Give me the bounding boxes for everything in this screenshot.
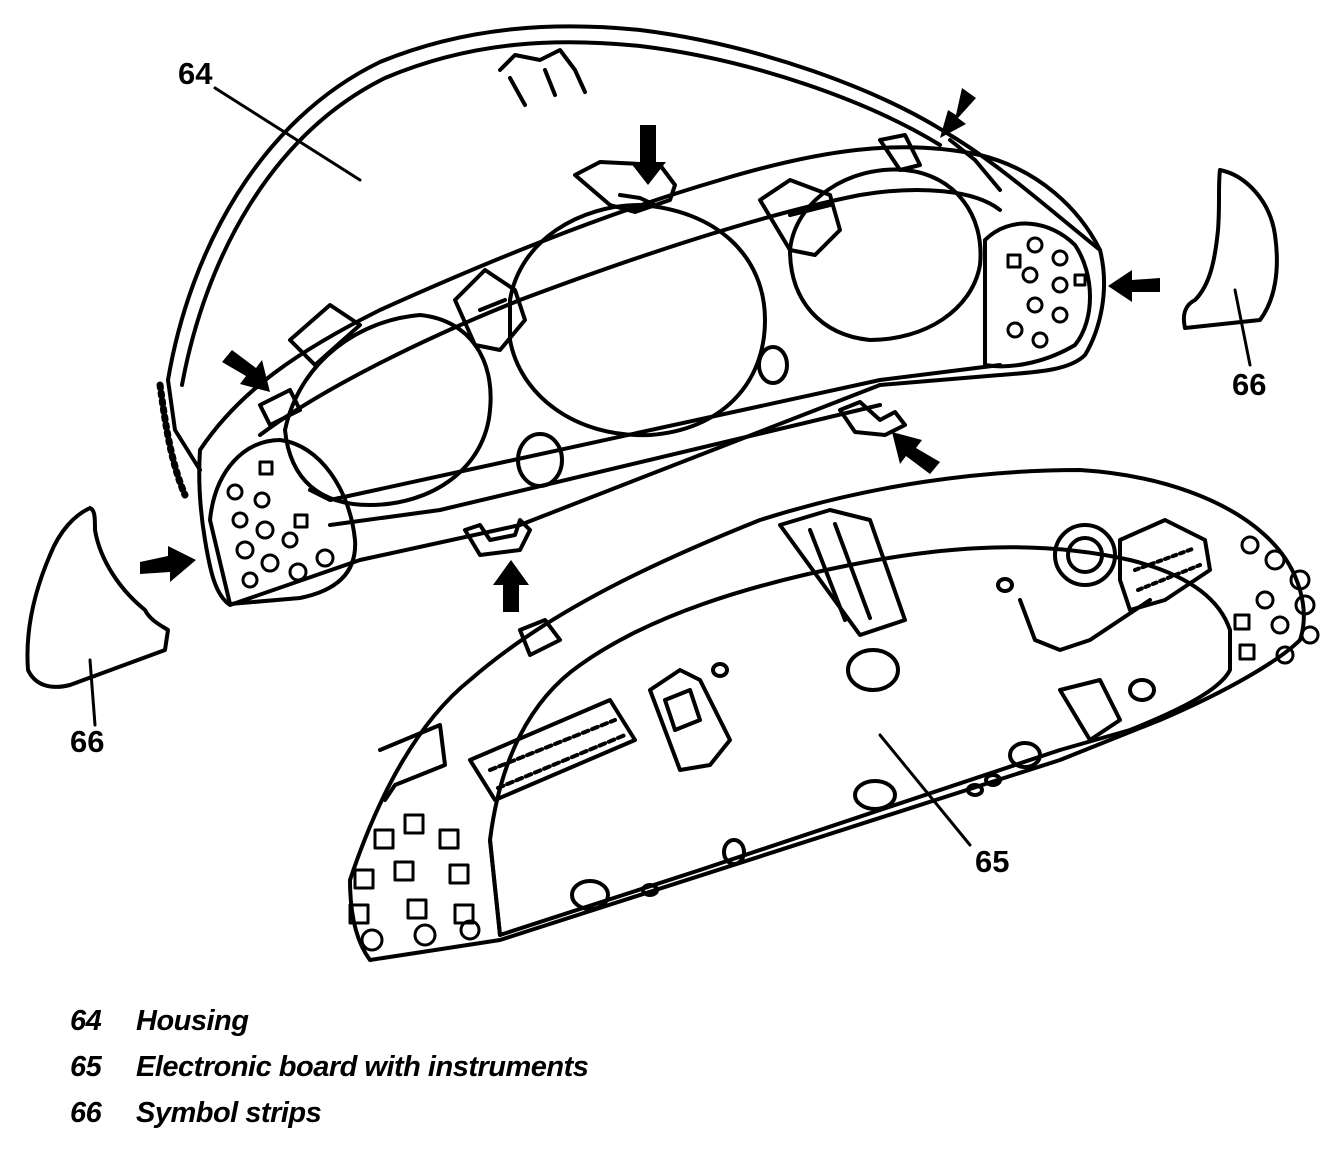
symbol-strip-left [25,506,170,689]
leader-lines [88,86,1252,847]
legend-row-board: 65 Electronic board with instruments [70,1051,970,1097]
legend-number: 65 [70,1051,102,1083]
callout-65: 65 [975,844,1009,879]
legend-label: Housing [136,1005,249,1037]
parts-legend: 64 Housing 65 Electronic board with inst… [70,1005,970,1143]
legend-row-housing: 64 Housing [70,1005,970,1051]
electronic-board-65 [348,468,1320,962]
housing-64 [156,24,1107,607]
callout-64: 64 [178,56,213,91]
symbol-strip-right [1181,168,1279,330]
callout-66-right: 66 [1232,367,1266,402]
legend-number: 64 [70,1005,102,1037]
callout-66-left: 66 [70,724,104,759]
exploded-view-diagram: 64 65 66 66 [25,24,1320,962]
assembly-arrows [140,88,1160,612]
legend-label: Electronic board with instruments [136,1051,589,1083]
legend-number: 66 [70,1097,102,1129]
legend-row-symbol-strips: 66 Symbol strips [70,1097,970,1143]
legend-label: Symbol strips [136,1097,322,1129]
